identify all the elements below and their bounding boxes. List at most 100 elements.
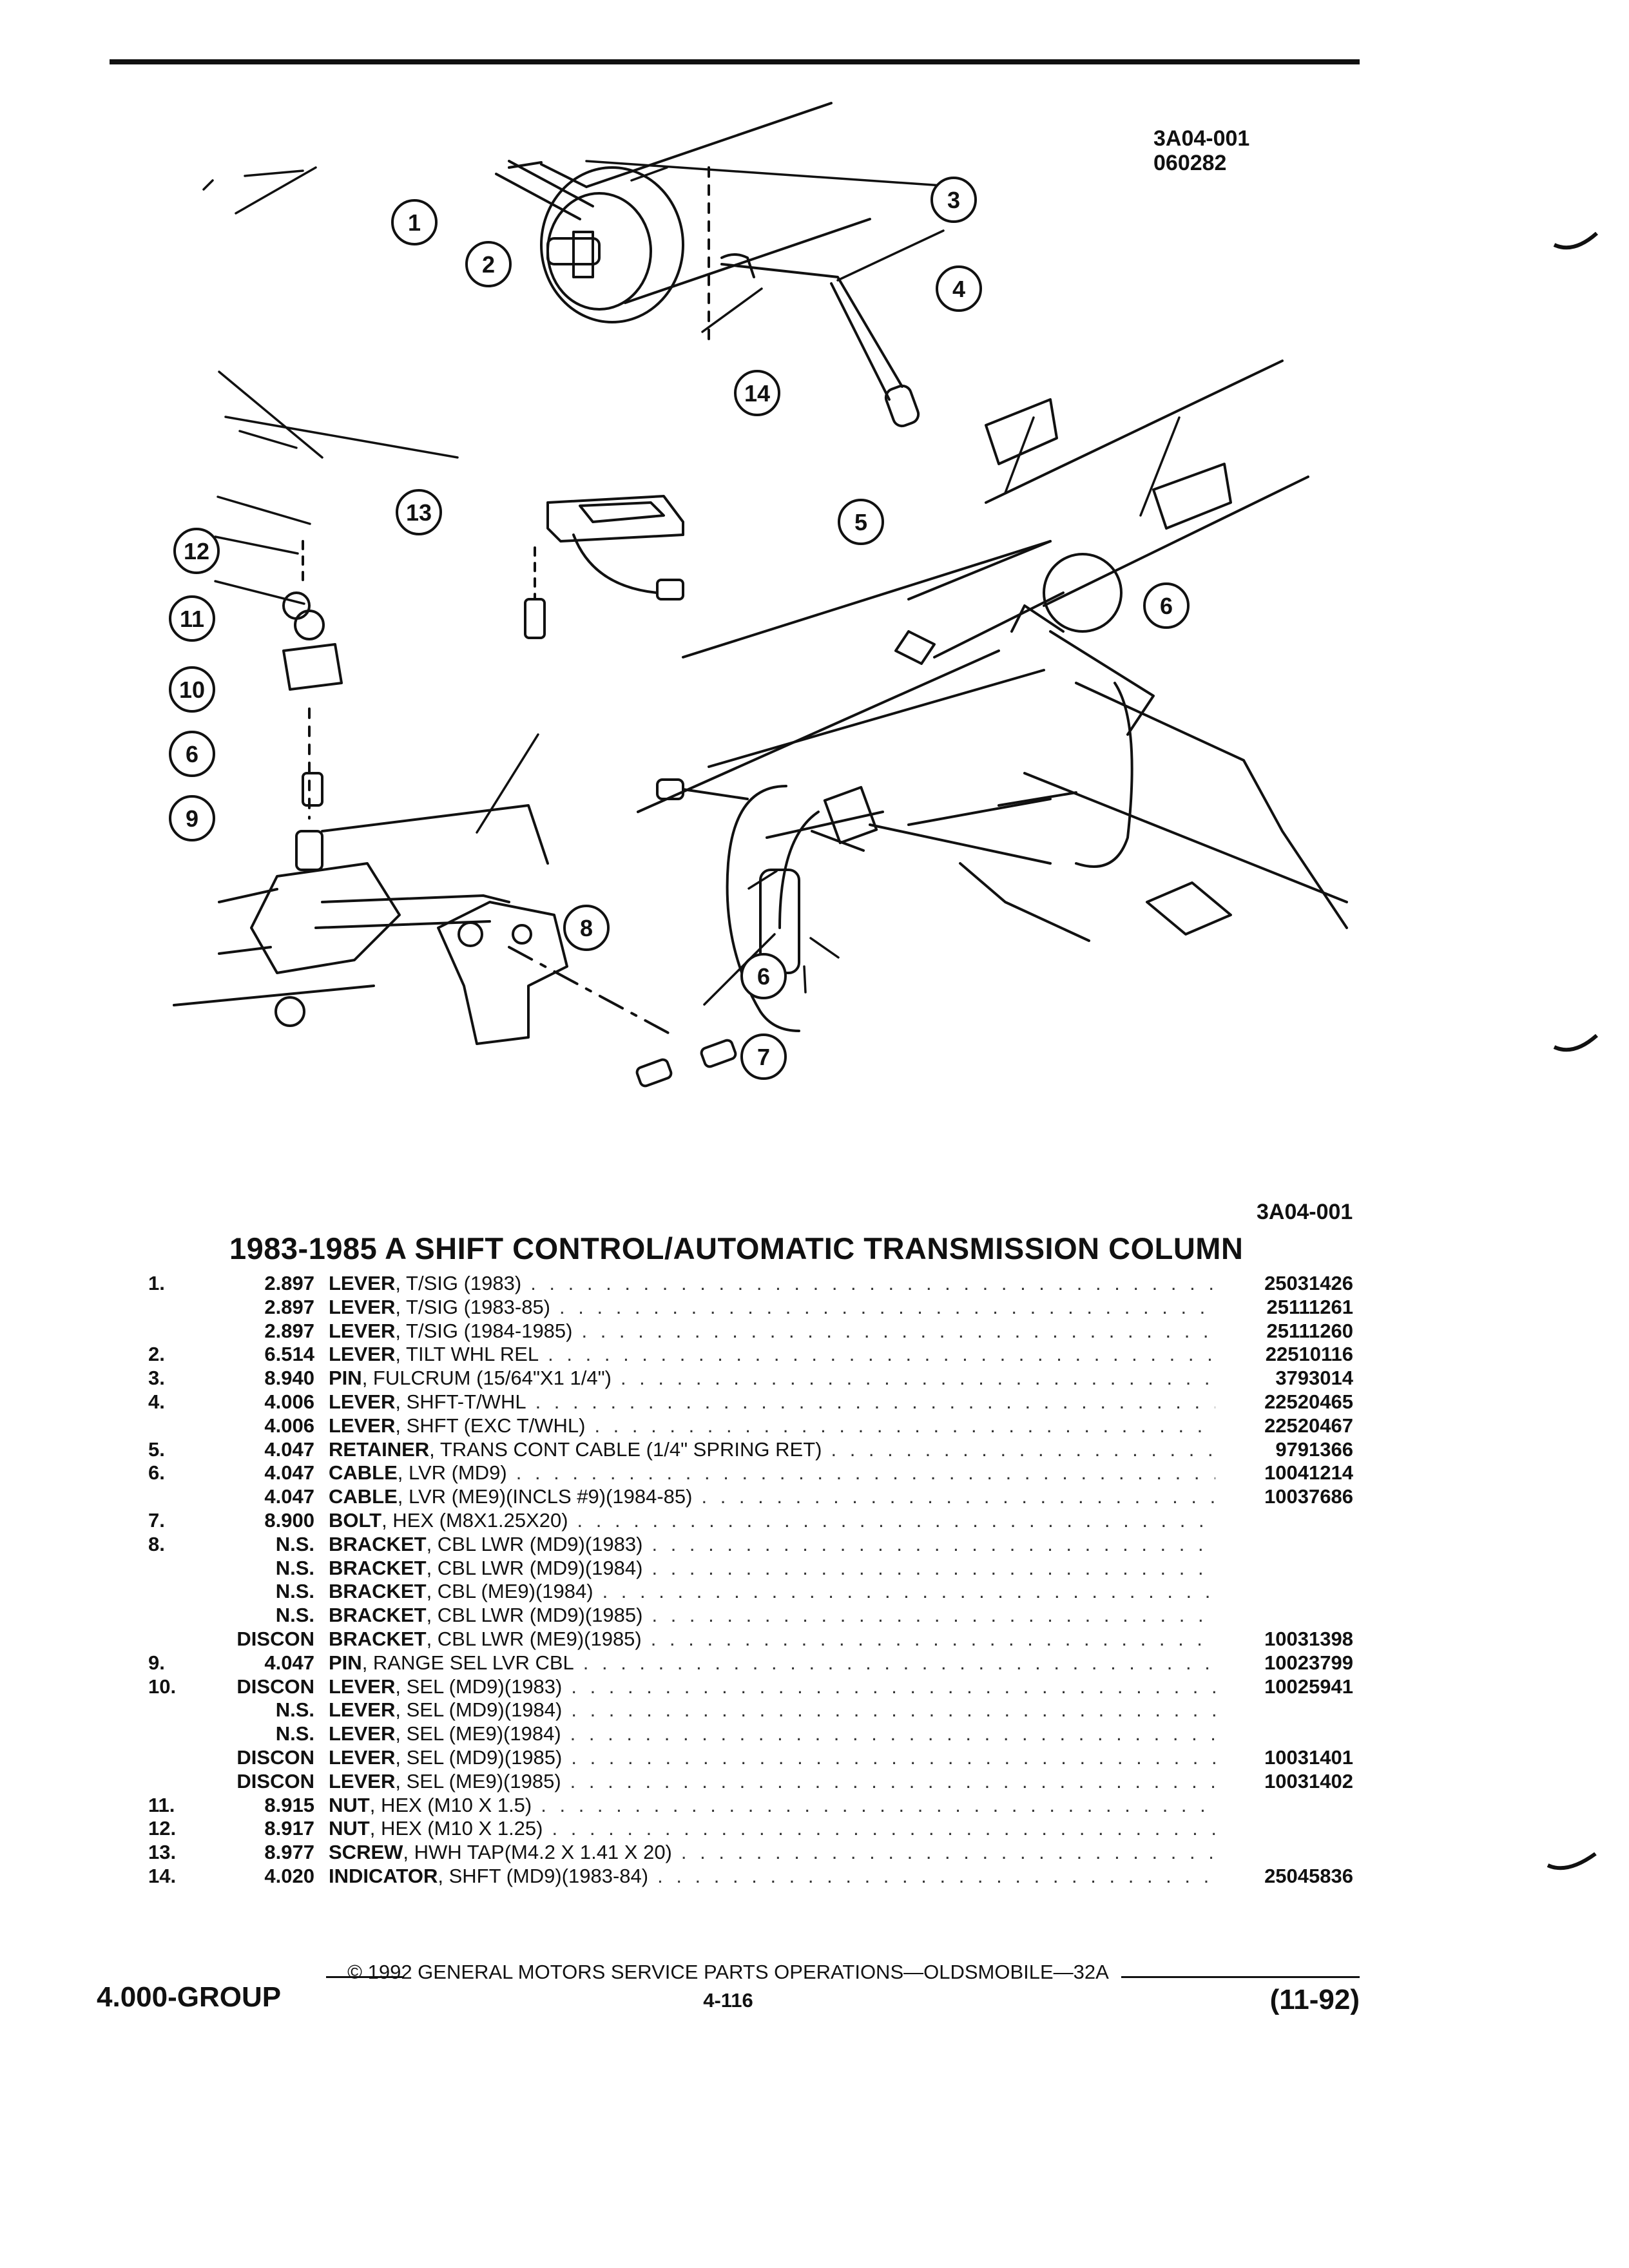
leader-dots	[657, 1865, 1215, 1888]
callout-6-lower: 6	[740, 953, 787, 999]
part-detail: , HEX (M10 X 1.25)	[369, 1817, 543, 1840]
leader-dots	[516, 1461, 1215, 1485]
part-description: CABLE, LVR (ME9)(INCLS #9)(1984-85)	[329, 1485, 1224, 1509]
item-number: 8.	[148, 1532, 165, 1555]
group-code: N.S.	[275, 1698, 314, 1722]
part-detail: , SHFT (MD9)(1983-84)	[438, 1864, 649, 1887]
item-number: 6.	[148, 1461, 165, 1485]
leader-dots	[831, 1438, 1215, 1462]
leader-dots	[552, 1817, 1216, 1841]
part-row: N.S.BRACKET, CBL (ME9)(1984)	[122, 1580, 1353, 1604]
binding-mark	[1547, 1852, 1597, 1870]
part-name: LEVER	[329, 1675, 396, 1698]
callout-5-label: 5	[854, 509, 867, 535]
part-detail: , CBL LWR (ME9)(1985)	[426, 1627, 642, 1650]
group-code: 8.900	[264, 1508, 314, 1532]
part-description: BRACKET, CBL LWR (ME9)(1985)	[329, 1628, 1224, 1651]
part-name: SCREW	[329, 1841, 403, 1864]
part-name: LEVER	[329, 1319, 396, 1342]
leader-dots	[570, 1770, 1215, 1794]
part-description: CABLE, LVR (MD9)	[329, 1461, 1224, 1485]
callout-leaders	[202, 160, 1181, 1006]
callout-6: 6	[1143, 582, 1190, 629]
part-name: LEVER	[329, 1272, 396, 1294]
group-label: 4.000-GROUP	[97, 1981, 282, 2013]
part-name: LEVER	[329, 1343, 396, 1366]
item-number: 2.	[148, 1343, 165, 1366]
callout-10-label: 10	[179, 677, 205, 703]
group-code: 4.006	[264, 1414, 314, 1437]
part-name: NUT	[329, 1793, 370, 1816]
part-detail: , CBL LWR (MD9)(1983)	[426, 1532, 643, 1555]
part-detail: , SEL (MD9)(1984)	[395, 1698, 563, 1722]
leader-dots	[594, 1414, 1215, 1438]
item-number: 10.	[148, 1675, 177, 1698]
part-number: 9791366	[1275, 1437, 1353, 1461]
leader-dots	[570, 1722, 1215, 1746]
callout-11-label: 11	[180, 606, 204, 632]
page-title: 1983-1985 A SHIFT CONTROL/AUTOMATIC TRAN…	[229, 1231, 1244, 1265]
part-detail: , T/SIG (1983)	[395, 1272, 522, 1294]
callout-6-left: 6	[169, 731, 215, 777]
group-code: 8.917	[264, 1817, 314, 1840]
part-description: INDICATOR, SHFT (MD9)(1983-84)	[329, 1865, 1224, 1888]
callout-4-label: 4	[952, 276, 965, 302]
callout-10: 10	[169, 666, 215, 713]
leader-dots	[571, 1675, 1215, 1699]
part-detail: , CBL LWR (MD9)(1984)	[426, 1556, 643, 1579]
item-number: 12.	[148, 1817, 177, 1840]
top-rule	[110, 59, 1360, 64]
callout-3-label: 3	[947, 187, 960, 213]
leader-dots	[651, 1628, 1215, 1651]
part-name: BRACKET	[329, 1627, 427, 1650]
leader-dots	[651, 1604, 1215, 1628]
callout-13-label: 13	[406, 499, 432, 526]
callout-4: 4	[936, 265, 982, 312]
leader-dots	[602, 1580, 1215, 1604]
page-number: 4-116	[703, 1989, 753, 2012]
part-number: 22520467	[1264, 1414, 1353, 1437]
group-code: N.S.	[275, 1532, 314, 1555]
part-detail: , SEL (ME9)(1985)	[395, 1769, 561, 1792]
callout-1-label: 1	[408, 209, 421, 236]
part-name: INDICATOR	[329, 1864, 438, 1887]
leader-dots	[701, 1485, 1215, 1509]
part-description: LEVER, SEL (MD9)(1983)	[329, 1675, 1224, 1699]
part-name: PIN	[329, 1651, 362, 1674]
part-number: 10031401	[1264, 1745, 1353, 1769]
part-name: LEVER	[329, 1745, 396, 1769]
group-code: DISCON	[236, 1675, 314, 1698]
callout-7: 7	[740, 1033, 787, 1080]
part-detail: , LVR (ME9)(INCLS #9)(1984-85)	[397, 1485, 693, 1508]
callout-6-label: 6	[1160, 593, 1173, 619]
part-description: LEVER, TILT WHL REL	[329, 1343, 1224, 1367]
part-name: BOLT	[329, 1508, 382, 1532]
callout-14-label: 14	[744, 380, 770, 407]
leader-dots	[621, 1367, 1215, 1390]
part-row: N.S. LEVER, SEL (MD9)(1984)	[122, 1698, 1353, 1722]
group-code: DISCON	[236, 1745, 314, 1769]
shift-indicator	[524, 495, 684, 639]
part-detail: , TRANS CONT CABLE (1/4" SPRING RET)	[429, 1437, 822, 1461]
leader-dots	[583, 1651, 1215, 1675]
item-number: 13.	[148, 1841, 177, 1864]
item-number: 5.	[148, 1437, 165, 1461]
callout-6-lower-label: 6	[757, 963, 770, 990]
group-code: 4.047	[264, 1651, 314, 1674]
part-description: LEVER, SEL (MD9)(1984)	[329, 1698, 1224, 1722]
binding-mark	[1553, 232, 1598, 250]
group-code: N.S.	[275, 1722, 314, 1745]
group-code: 8.977	[264, 1841, 314, 1864]
part-detail: , SEL (MD9)(1985)	[395, 1745, 563, 1769]
lower-steering-column	[637, 360, 1348, 936]
part-name: LEVER	[329, 1414, 396, 1437]
part-number: 22510116	[1265, 1343, 1353, 1366]
part-description: RETAINER, TRANS CONT CABLE (1/4" SPRING …	[329, 1438, 1224, 1462]
